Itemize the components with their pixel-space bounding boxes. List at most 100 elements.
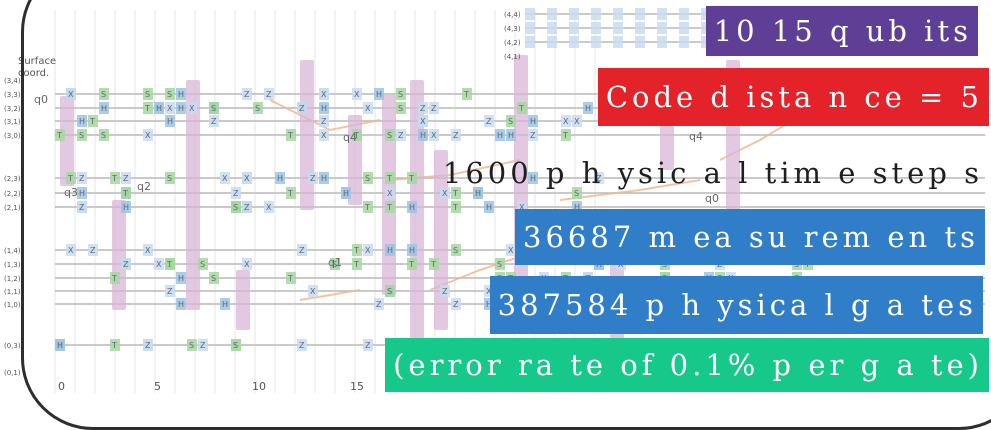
y-coord-label: (3,2) [4,105,21,113]
gate-box [319,102,329,114]
gate-letter: T [353,131,359,140]
gate-box [352,88,362,100]
gate-box [385,172,395,184]
gate-letter: Z [453,131,459,140]
gate-box [613,36,623,48]
gate-box [591,36,601,48]
gate-box [121,187,131,199]
gate-box [506,129,516,141]
braid-path [269,99,381,132]
gate-letter: T [111,341,117,350]
y-coord-label: (2,2) [4,190,21,198]
gate-letter: X [387,189,393,198]
gate-box [319,115,329,127]
gate-letter: Z [299,341,305,350]
gate-box [286,129,296,141]
y-coord-label: (1,2) [4,275,21,283]
gate-letter: X [442,189,448,198]
gate-box [418,102,428,114]
gate-letter: Z [123,174,129,183]
gate-letter: S [365,174,370,183]
gate-box [341,187,351,199]
gate-letter: T [353,246,359,255]
gate-letter: X [145,246,151,255]
gate-box [591,22,601,34]
gate-letter: Z [145,341,151,350]
gate-letter: X [508,246,514,255]
gate-letter: S [398,90,403,99]
y-coord-label: (0,1) [4,369,21,377]
gate-box [99,102,109,114]
gate-letter: X [365,246,371,255]
gate-letter: X [574,117,580,126]
gate-letter: H [497,131,503,140]
gate-box [143,129,153,141]
gate-box [561,129,571,141]
gate-letter: S [145,90,150,99]
gate-letter: H [79,117,85,126]
gate-box [572,115,582,127]
x-tick-label: 0 [58,380,65,393]
gate-box [528,115,538,127]
gate-box [525,22,535,34]
gate-box [407,244,417,256]
gate-letter: S [189,341,194,350]
gate-letter: T [89,117,95,126]
gate-letter: T [67,174,73,183]
gate-box [55,129,65,141]
gate-box [187,339,197,351]
gate-letter: X [156,260,162,269]
gate-letter: X [365,104,371,113]
gate-letter: H [475,189,481,198]
gate-letter: S [574,189,579,198]
gate-letter: Z [365,341,371,350]
gate-box [569,8,579,20]
gate-box [231,339,241,351]
gate-box [121,258,131,270]
gate-box [374,88,384,100]
gate-box [525,36,535,48]
gate-letter: X [321,90,327,99]
gate-letter: S [167,90,172,99]
gate-box [66,172,76,184]
gate-letter: Z [376,300,382,309]
gate-box [220,298,230,310]
gate-letter: Z [90,246,96,255]
gate-box [209,272,219,284]
gate-letter: S [508,117,513,126]
gate-box [176,88,186,100]
gate-letter: H [585,104,591,113]
gate-letter: X [431,131,437,140]
gate-box [363,201,373,213]
gate-letter: Z [442,287,448,296]
gate-letter: H [409,246,415,255]
gate-letter: H [222,300,228,309]
gate-letter: Z [244,203,250,212]
gate-box [679,8,689,20]
gate-box [297,102,307,114]
gate-box [143,88,153,100]
gate-letter: S [211,274,216,283]
gate-box [308,285,318,297]
gate-box [154,258,164,270]
braid-path [559,179,701,201]
gate-letter: X [519,203,525,212]
gate-box [165,285,175,297]
gate-box [385,187,395,199]
gate-letter: S [211,104,216,113]
gate-box [679,36,689,48]
gate-box [572,201,582,213]
gate-letter: X [420,117,426,126]
gate-letter: Z [486,117,492,126]
gate-box [396,88,406,100]
gate-box [418,115,428,127]
gate-letter: H [57,341,63,350]
gate-box [319,88,329,100]
gate-letter: T [452,203,458,212]
gate-box [319,129,329,141]
gate-letter: T [287,274,293,283]
gate-letter: T [287,189,293,198]
gate-box [143,244,153,256]
gate-letter: H [486,203,492,212]
qubit-label: q3 [64,186,78,199]
